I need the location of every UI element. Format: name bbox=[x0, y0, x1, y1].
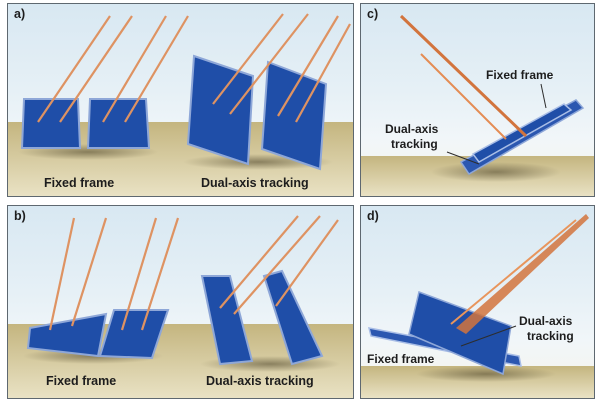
panel-label: a) bbox=[14, 7, 26, 21]
sun-rays bbox=[37, 15, 189, 123]
panel-c-illustration bbox=[361, 14, 594, 196]
panel-label: d) bbox=[367, 209, 379, 223]
sun-rays bbox=[48, 217, 180, 331]
solar-panel bbox=[98, 309, 170, 360]
annotation-fixed-frame: Fixed frame bbox=[367, 352, 435, 366]
panel-b-illustration bbox=[8, 215, 353, 398]
leader-line bbox=[540, 83, 547, 109]
solar-panel bbox=[20, 98, 82, 149]
panel-a-illustration bbox=[8, 13, 353, 196]
solar-panel bbox=[86, 98, 151, 149]
leader-line bbox=[460, 325, 517, 347]
sun-rays bbox=[399, 14, 528, 140]
caption-dual-axis-tracking: Dual-axis tracking bbox=[206, 374, 314, 388]
panel-label: b) bbox=[14, 209, 26, 223]
tracking-solar-panel bbox=[260, 60, 328, 171]
annotation-dual-axis: Dual-axis bbox=[519, 314, 573, 328]
panel-label: c) bbox=[367, 7, 379, 21]
sun-rays bbox=[212, 13, 351, 123]
annotation-dual-axis: Dual-axis bbox=[385, 122, 439, 136]
annotation-tracking: tracking bbox=[527, 329, 574, 343]
caption-dual-axis-tracking: Dual-axis tracking bbox=[201, 176, 309, 190]
shadow bbox=[431, 162, 561, 182]
solar-panel bbox=[26, 312, 108, 358]
caption-fixed-frame: Fixed frame bbox=[44, 176, 115, 190]
tracking-solar-panel bbox=[200, 275, 254, 366]
panel-b: b) Fixed frame Dual-axis tracking bbox=[7, 205, 354, 399]
tracking-solar-panel bbox=[186, 54, 255, 166]
panel-d: d) Fixed frame Dual-axis tracking bbox=[360, 205, 595, 399]
sun-rays bbox=[450, 214, 589, 334]
tracking-solar-panel bbox=[262, 269, 324, 366]
caption-fixed-frame: Fixed frame bbox=[46, 374, 117, 388]
leader-line bbox=[446, 151, 480, 165]
sun-rays bbox=[219, 215, 339, 315]
annotation-tracking: tracking bbox=[391, 137, 438, 151]
panel-c: c) Fixed frame Dual-axis tracking bbox=[360, 3, 595, 197]
panel-d-illustration bbox=[361, 214, 594, 398]
shadow bbox=[416, 366, 556, 382]
panel-a: a) Fixed frame Dual-axis tracking bbox=[7, 3, 354, 197]
annotation-fixed-frame: Fixed frame bbox=[486, 68, 554, 82]
